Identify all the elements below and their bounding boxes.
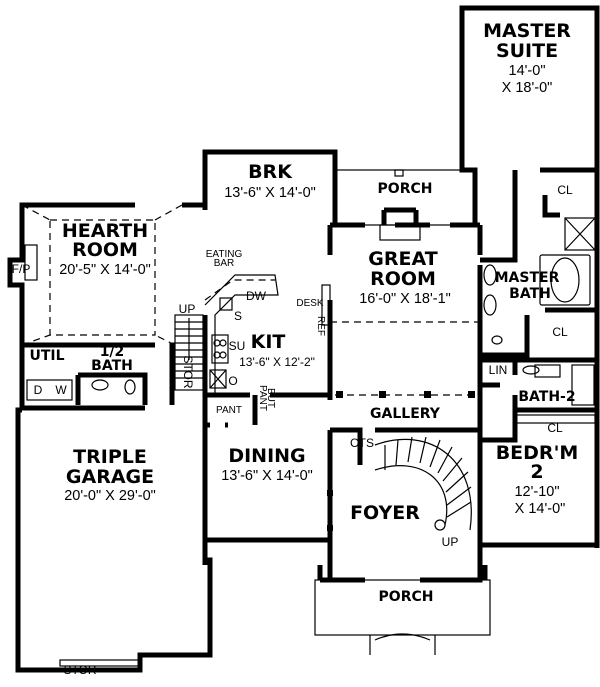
brk-name: BRK <box>248 161 293 183</box>
master-bath-name2: BATH <box>509 286 551 302</box>
closet-label: CL <box>547 421 563 435</box>
bedroom2-dim2: X 14'-0" <box>515 501 566 517</box>
brk-dim: 13'-6" X 14'-0" <box>224 185 316 201</box>
dryer-label: D <box>34 383 43 397</box>
master-suite-name2: SUITE <box>496 40 558 62</box>
butler-pantry-label: BUT <box>265 388 276 408</box>
front-porch-label: PORCH <box>379 589 434 605</box>
butler-pantry-label2: PANT <box>257 385 268 411</box>
great-room-name2: ROOM <box>370 268 436 290</box>
oven-label: O <box>228 374 237 388</box>
stair-up-label: UP <box>179 302 196 316</box>
eating-bar-label2: BAR <box>214 258 235 269</box>
garage-name: TRIPLE <box>73 446 147 468</box>
linen-label: LIN <box>489 363 508 377</box>
bedroom2-name: BEDR'M <box>496 442 579 464</box>
great-room-name: GREAT <box>368 248 437 270</box>
bedroom2-dim: 12'-10" <box>514 484 559 500</box>
garage-dim: 20'-0" X 29'-0" <box>64 488 156 504</box>
foyer-stair <box>374 436 472 531</box>
great-room-dim: 16'-0" X 18'-1" <box>359 291 451 307</box>
bedroom2-name2: 2 <box>530 461 543 483</box>
labels: MASTER SUITE 14'-0" X 18'-0" BRK 13'-6" … <box>12 20 579 677</box>
util-label: UTIL <box>29 348 64 364</box>
pantry-label: PANT <box>216 405 242 416</box>
foyer-stair-up-label: UP <box>442 535 459 549</box>
dishwasher-label: DW <box>246 289 267 303</box>
master-suite-name: MASTER <box>483 20 571 42</box>
master-suite-dim: 14'-0" <box>509 63 546 79</box>
garage-stor-label: STOR <box>63 663 96 677</box>
closet-label: CL <box>552 325 568 339</box>
back-stairs <box>174 314 204 391</box>
closet-label: CL <box>557 183 573 197</box>
hearth-room-name2: ROOM <box>72 239 138 261</box>
kit-name: KIT <box>251 331 286 353</box>
half-bath-label2: BATH <box>91 358 133 374</box>
walls <box>7 5 600 673</box>
hearth-room-name: HEARTH <box>62 220 148 242</box>
dining-dim: 13'-6" X 14'-0" <box>221 468 313 484</box>
master-bath-name: MASTER <box>495 270 560 286</box>
garage-name2: GARAGE <box>66 466 154 488</box>
fireplace-label: F/P <box>12 262 31 276</box>
sink-label: S <box>234 309 242 323</box>
desk-label: DESK <box>296 298 324 309</box>
kit-dim: 13'-6" X 12'-2" <box>239 355 315 369</box>
stor-label: STOR <box>181 355 195 388</box>
foyer-name: FOYER <box>350 502 420 524</box>
su-label: SU <box>229 339 246 353</box>
master-suite-dim2: X 18'-0" <box>502 80 553 96</box>
gallery-label: GALLERY <box>370 406 441 422</box>
ref-label: REF <box>315 316 326 336</box>
details <box>21 169 596 667</box>
washer-label: W <box>55 383 67 397</box>
hearth-room-dim: 20'-5" X 14'-0" <box>59 262 151 278</box>
cts-label: CTS <box>350 436 374 450</box>
eating-bar-label: EATING <box>206 249 243 260</box>
rear-porch-label: PORCH <box>378 181 433 197</box>
bath2-label: BATH-2 <box>518 389 575 405</box>
half-bath-label: 1/2 <box>100 344 125 360</box>
dining-name: DINING <box>228 445 305 467</box>
